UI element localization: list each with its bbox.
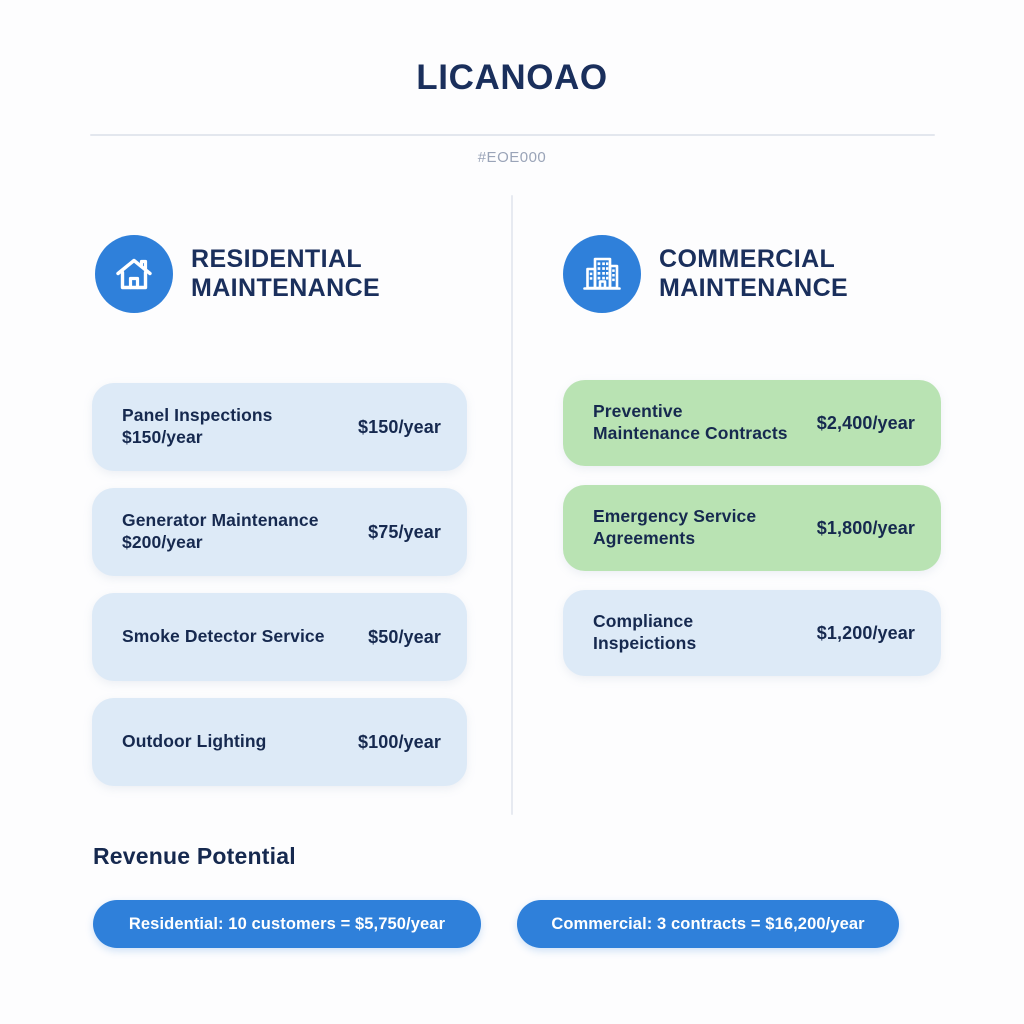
service-list-residential: Panel Inspections $150/year $150/year Ge… [92,383,467,786]
service-price: $1,800/year [816,517,915,538]
service-card[interactable]: Outdoor Lighting $100/year [92,698,467,786]
service-price: $1,200/year [816,622,915,643]
service-card[interactable]: Generator Maintenance $200/year $75/year [92,488,467,576]
page-subtitle: #EOE000 [477,149,547,166]
service-label: Compliance Inspeictions [593,611,697,653]
service-label: Generator Maintenance $200/year [122,510,319,552]
column-divider [511,195,513,815]
service-price: $50/year [368,626,441,647]
column-header-commercial: COMMERCIAL MAINTENANCE [563,235,848,313]
service-card[interactable]: Panel Inspections $150/year $150/year [92,383,467,471]
revenue-pill-residential[interactable]: Residential: 10 customers = $5,750/year [93,900,481,948]
service-price: $75/year [368,521,441,542]
service-label: Outdoor Lighting [122,731,267,752]
service-card[interactable]: Preventive Maintenance Contracts $2,400/… [563,380,941,466]
page-title: LICANOAO [416,58,608,97]
column-header-residential: RESIDENTIAL MAINTENANCE [95,235,380,313]
home-icon [95,235,173,313]
service-price: $100/year [358,731,441,752]
service-label: Emergency Service Agreements [593,506,757,548]
service-price: $2,400/year [816,412,915,433]
revenue-pill-commercial[interactable]: Commercial: 3 contracts = $16,200/year [517,900,899,948]
column-title-commercial: COMMERCIAL MAINTENANCE [659,244,849,303]
service-card[interactable]: Compliance Inspeictions $1,200/year [563,590,941,676]
service-label: Smoke Detector Service [122,626,325,647]
service-card[interactable]: Emergency Service Agreements $1,800/year [563,485,941,571]
building-icon [563,235,641,313]
service-label: Preventive Maintenance Contracts [593,401,788,443]
service-list-commercial: Preventive Maintenance Contracts $2,400/… [563,380,941,676]
service-card[interactable]: Smoke Detector Service $50/year [92,593,467,681]
header-divider [90,134,935,136]
column-title-residential: RESIDENTIAL MAINTENANCE [191,244,381,303]
service-price: $150/year [358,416,441,437]
revenue-heading: Revenue Potential [93,843,296,869]
service-label: Panel Inspections $150/year [122,405,273,447]
